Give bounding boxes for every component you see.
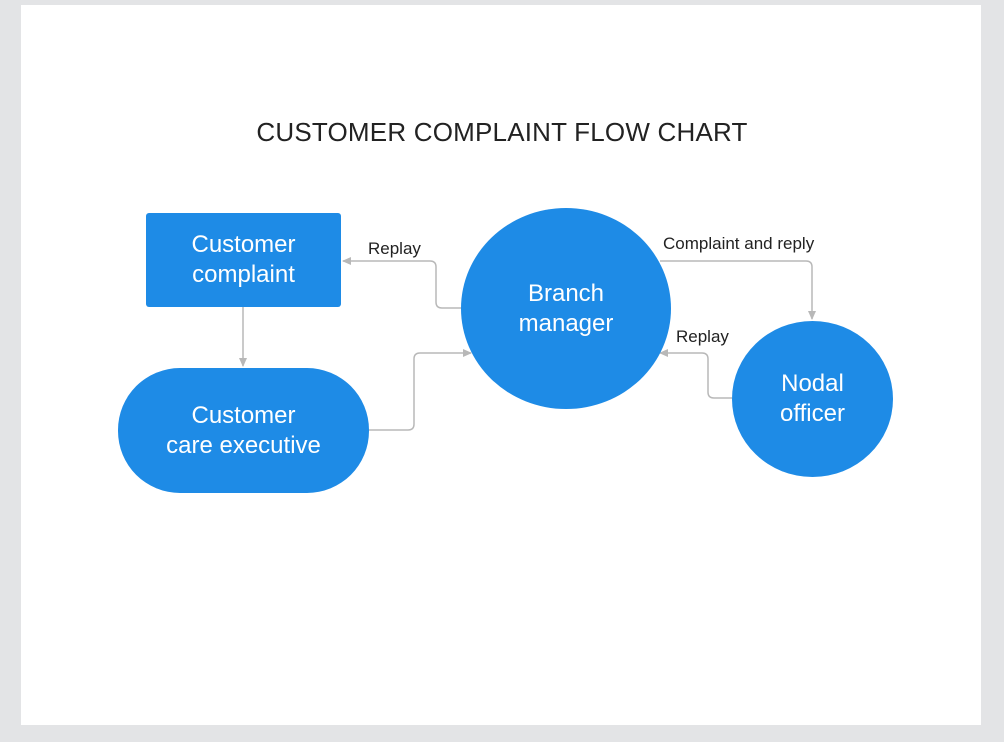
node-label-line: Branch	[527, 279, 605, 307]
node-label-line: manager	[518, 309, 614, 337]
diagram-title: CUSTOMER COMPLAINT FLOW CHART	[256, 117, 748, 147]
edge-manager-to-complaint	[342, 257, 461, 309]
node-branch-manager: Branch manager	[461, 208, 671, 409]
node-label-line: Nodal	[781, 370, 844, 397]
edge-label-replay: Replay	[368, 239, 421, 258]
node-label-line: care executive	[166, 431, 321, 459]
node-label-line: complaint	[192, 261, 295, 288]
edge-label-replay: Replay	[676, 327, 729, 346]
edge-executive-to-manager	[369, 349, 472, 431]
node-customer-care-executive: Customer care executive	[118, 368, 369, 493]
edge-label-complaint-and-reply: Complaint and reply	[663, 234, 815, 253]
node-label-line: Customer	[191, 401, 296, 429]
node-customer-complaint: Customer complaint	[146, 213, 341, 307]
node-label-line: officer	[780, 400, 845, 427]
edge-nodal-to-manager	[659, 349, 732, 399]
edge-manager-to-nodal	[660, 260, 816, 320]
node-label-line: Customer	[191, 231, 296, 258]
node-nodal-officer: Nodal officer	[732, 321, 893, 477]
